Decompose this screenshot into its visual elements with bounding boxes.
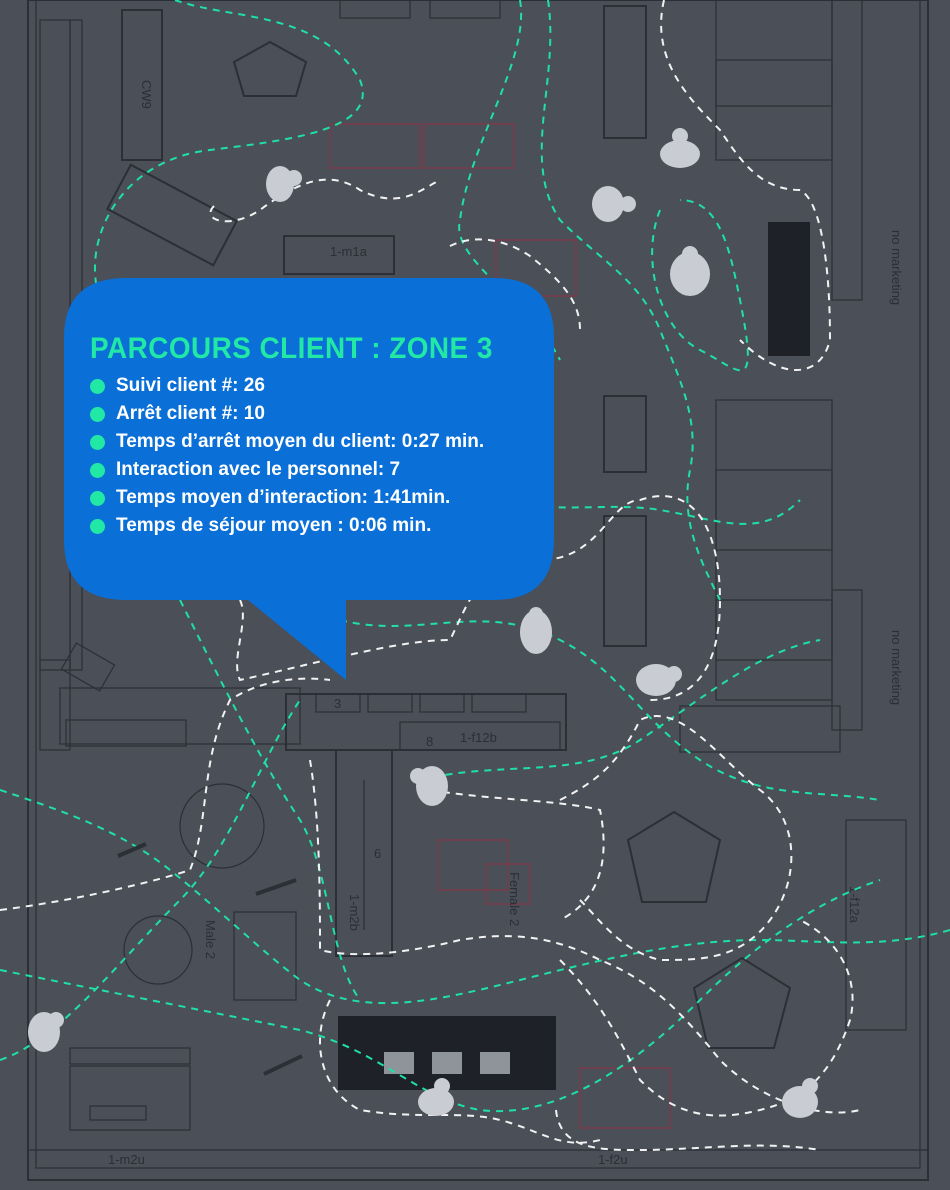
shelf-label: 6 <box>374 846 381 861</box>
m2u-label: 1-m2u <box>108 1152 145 1167</box>
stat-average-dwell-time: Temps de séjour moyen : 0:06 min. <box>90 512 550 540</box>
size-label: 8 <box>426 734 433 749</box>
stat-average-interaction-time: Temps moyen d’interaction: 1:41min. <box>90 484 550 512</box>
stat-text: Interaction avec le personnel: 7 <box>116 459 401 480</box>
stat-text: Arrêt client #: 10 <box>116 403 265 424</box>
bullet-dot <box>90 407 105 422</box>
customer-figure <box>660 128 700 168</box>
female-label: Female 2 <box>507 872 522 926</box>
male-label: Male 2 <box>203 920 218 959</box>
stat-customer-stops: Arrêt client #: 10 <box>90 400 550 428</box>
bay-label: 3 <box>334 696 341 711</box>
no-marketing-bottom-label: no marketing <box>889 630 904 705</box>
m1a-label: 1-m1a <box>330 244 368 259</box>
f12b-label: 1-f12b <box>460 730 497 745</box>
customer-figure <box>520 607 552 654</box>
bullet-dot <box>90 519 105 534</box>
left-fixtures: Male 2 Female 2 1-m2u <box>69 783 522 1167</box>
stat-text: Temps moyen d’interaction: 1:41min. <box>116 487 451 508</box>
callout-title: PARCOURS CLIENT : ZONE 3 <box>90 332 493 365</box>
customer-figure <box>782 1078 818 1118</box>
customer-figure <box>410 766 448 806</box>
f12a-label: 1-f12a <box>847 886 862 924</box>
callout-bubble <box>64 278 554 680</box>
stat-average-stop-time: Temps d’arrêt moyen du client: 0:27 min. <box>90 428 550 456</box>
no-marketing-top-label: no marketing <box>889 230 904 305</box>
mannequin-stands <box>117 842 303 1076</box>
stat-text: Suivi client #: 26 <box>116 375 265 396</box>
cw-label: CW9 <box>139 80 154 109</box>
walls <box>27 0 929 1181</box>
customer-figure <box>418 1078 454 1116</box>
bullet-dot <box>90 379 105 394</box>
red-tables <box>329 123 671 1129</box>
stat-tracked-customers: Suivi client #: 26 <box>90 372 550 400</box>
f2u-label: 1-f2u <box>598 1152 628 1167</box>
right-wall-rooms: no marketing no marketing 1-f12a 1-f2u <box>598 0 907 1167</box>
dark-column-right <box>768 222 810 356</box>
m2b-label: 1-m2b <box>347 894 362 931</box>
bullet-dot <box>90 491 105 506</box>
stat-text: Temps d’arrêt moyen du client: 0:27 min. <box>116 431 485 452</box>
round-table <box>179 783 265 869</box>
central-shelving: 1-m1a 3 1-f12b 8 1-m2b 6 <box>59 235 567 957</box>
pentagon-display-bottom <box>692 956 792 1049</box>
bullet-dot <box>90 435 105 450</box>
callout-content: PARCOURS CLIENT : ZONE 3 Suivi client #:… <box>90 332 550 540</box>
stat-text: Temps de séjour moyen : 0:06 min. <box>116 515 432 536</box>
customer-figure <box>670 246 710 296</box>
customer-figure <box>28 1012 64 1052</box>
pentagon-display-right <box>626 810 722 903</box>
top-left-fixtures: CW9 <box>105 0 501 267</box>
bullet-dot <box>90 463 105 478</box>
customer-figure <box>592 186 636 222</box>
customer-paths-white <box>0 0 861 1152</box>
customer-figure <box>266 166 302 202</box>
pentagon-display-top <box>232 40 308 97</box>
customer-figure <box>636 664 682 696</box>
customer-figures <box>28 128 818 1118</box>
stat-staff-interactions: Interaction avec le personnel: 7 <box>90 456 550 484</box>
checkout-counter <box>338 1016 556 1090</box>
